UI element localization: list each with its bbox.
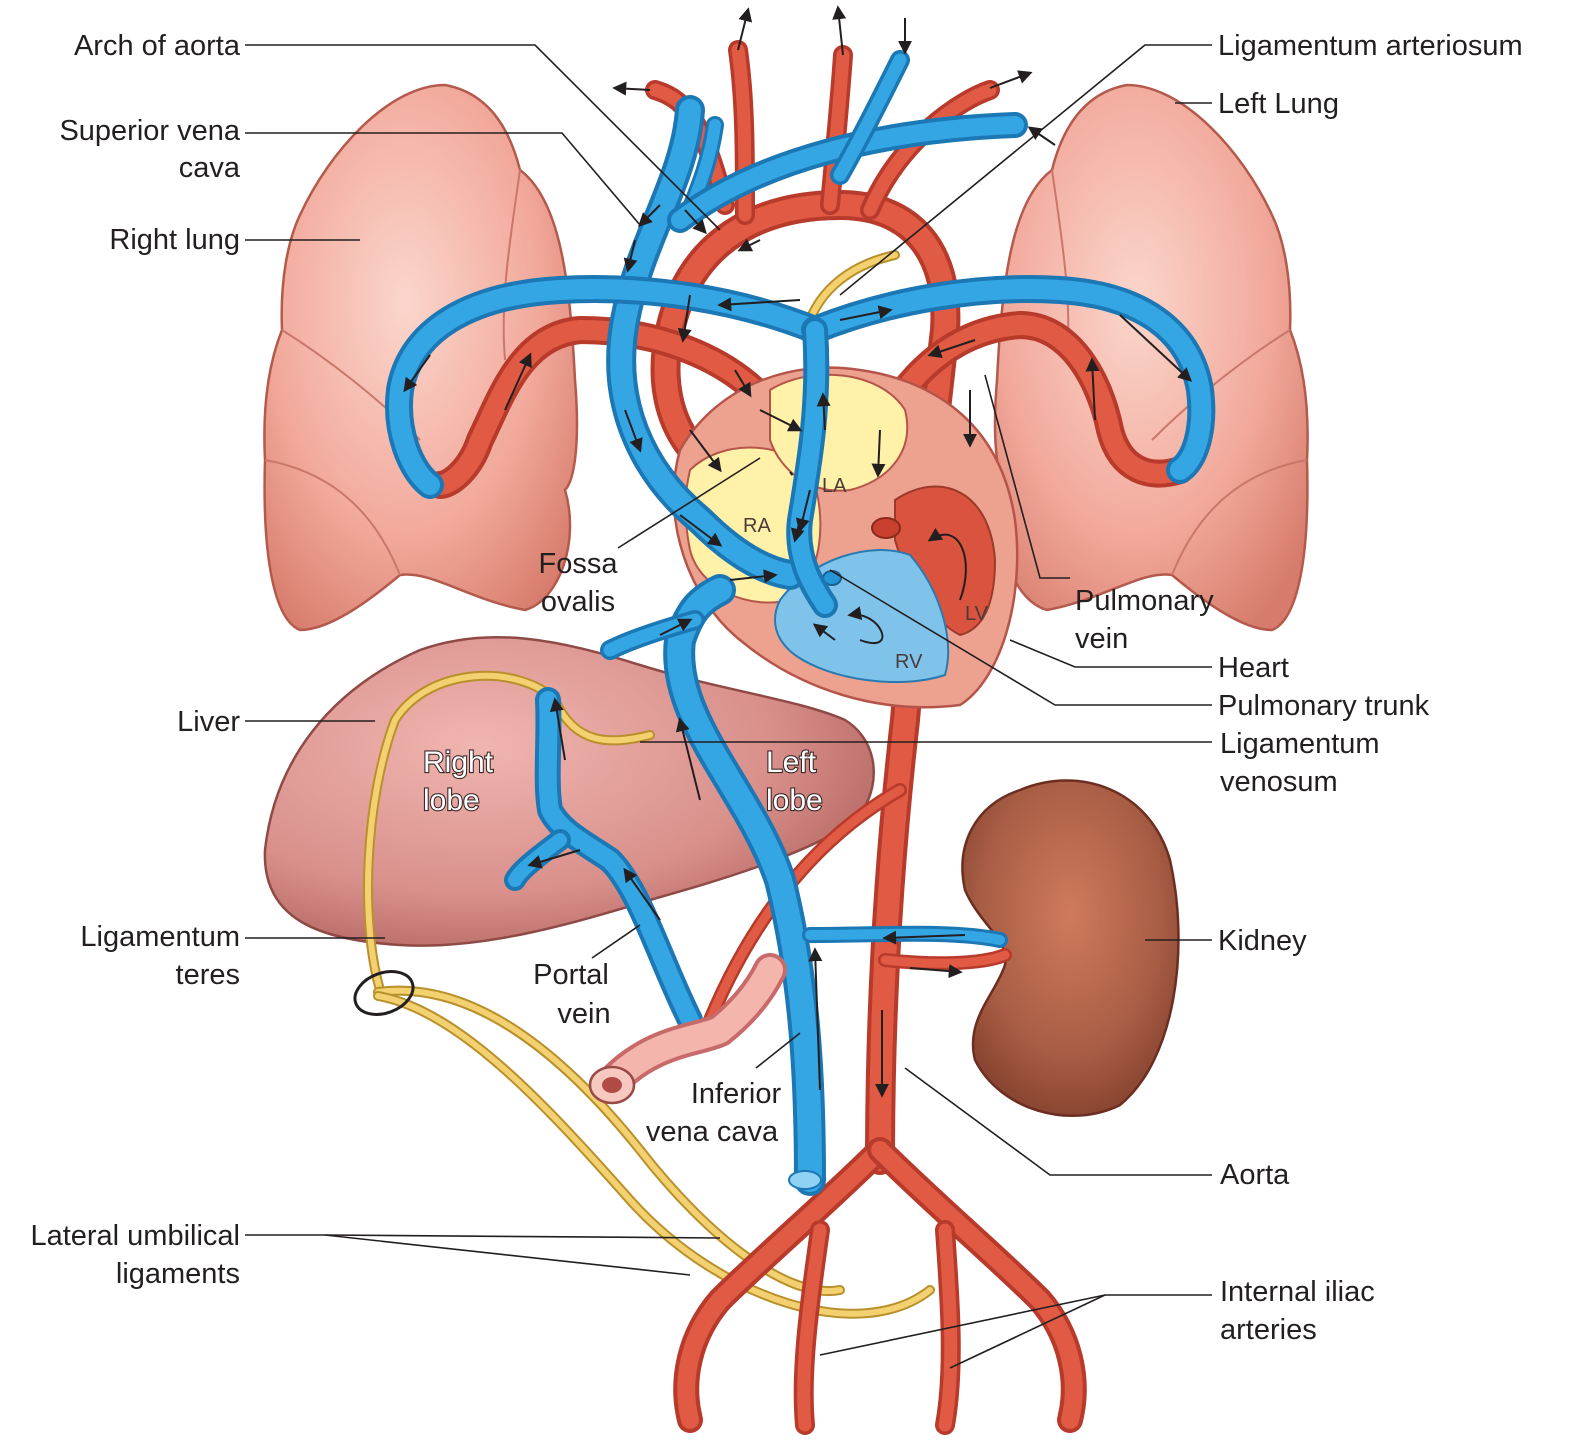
- label-left-lobe-2: lobe: [766, 784, 823, 817]
- label-ligamentum-arteriosum: Ligamentum arteriosum: [1218, 30, 1523, 62]
- umbilical-cord-stub: [588, 953, 787, 1105]
- label-pulmonary-vein-2: vein: [1075, 623, 1128, 655]
- label-pulmonary-trunk: Pulmonary trunk: [1218, 690, 1430, 722]
- label-ra: RA: [743, 515, 771, 537]
- label-heart: Heart: [1218, 652, 1289, 684]
- label-pulmonary-vein-1: Pulmonary: [1075, 585, 1214, 617]
- left-labels: Arch of aorta Superior vena cava Right l…: [30, 30, 240, 1290]
- right-labels: Ligamentum arteriosum Left Lung Pulmonar…: [1075, 30, 1523, 1346]
- label-portal-vein-2: vein: [557, 998, 610, 1030]
- label-fossa-ovalis-2: ovalis: [541, 586, 615, 618]
- center-labels: Fossa ovalis Portal vein Inferior vena c…: [533, 548, 781, 1148]
- flow-arrows: [403, 5, 1193, 1098]
- chamber-labels: LA RA LV RV: [743, 475, 989, 673]
- label-ligamentum-teres-1: Ligamentum: [80, 921, 240, 953]
- veins: [385, 50, 1216, 1196]
- label-left-lobe-1: Left: [766, 746, 817, 779]
- liver: [263, 635, 875, 947]
- label-lateral-umbilical-2: ligaments: [116, 1258, 240, 1290]
- label-superior-vena-cava-2: cava: [179, 152, 241, 184]
- label-rv: RV: [895, 651, 923, 673]
- ligaments: [353, 250, 935, 1319]
- label-ligamentum-teres-2: teres: [176, 959, 240, 991]
- label-ligamentum-venosum-2: venosum: [1220, 766, 1338, 798]
- label-right-lobe-2: lobe: [423, 784, 480, 817]
- kidney: [961, 779, 1180, 1118]
- label-lateral-umbilical-1: Lateral umbilical: [30, 1220, 240, 1252]
- leader-lines: [245, 44, 1212, 1369]
- label-kidney: Kidney: [1218, 925, 1307, 957]
- label-left-lung: Left Lung: [1218, 88, 1339, 120]
- label-la: LA: [822, 475, 847, 497]
- label-aorta: Aorta: [1220, 1159, 1290, 1191]
- label-right-lung: Right lung: [109, 224, 240, 256]
- label-portal-vein-1: Portal: [533, 959, 609, 991]
- label-superior-vena-cava-1: Superior vena: [59, 115, 240, 147]
- label-internal-iliac-2: arteries: [1220, 1314, 1317, 1346]
- label-inferior-vena-cava-2: vena cava: [646, 1116, 779, 1148]
- label-liver: Liver: [177, 706, 240, 738]
- label-internal-iliac-1: Internal iliac: [1220, 1276, 1375, 1308]
- label-ligamentum-venosum-1: Ligamentum: [1220, 728, 1380, 760]
- label-fossa-ovalis-1: Fossa: [539, 548, 619, 580]
- label-lv: LV: [965, 603, 989, 625]
- left-lung: [993, 83, 1309, 632]
- label-inferior-vena-cava-1: Inferior: [691, 1078, 782, 1110]
- label-right-lobe-1: Right: [423, 746, 494, 779]
- label-arch-of-aorta: Arch of aorta: [74, 30, 241, 62]
- liver-lobe-labels: Right lobe Left lobe: [422, 745, 824, 818]
